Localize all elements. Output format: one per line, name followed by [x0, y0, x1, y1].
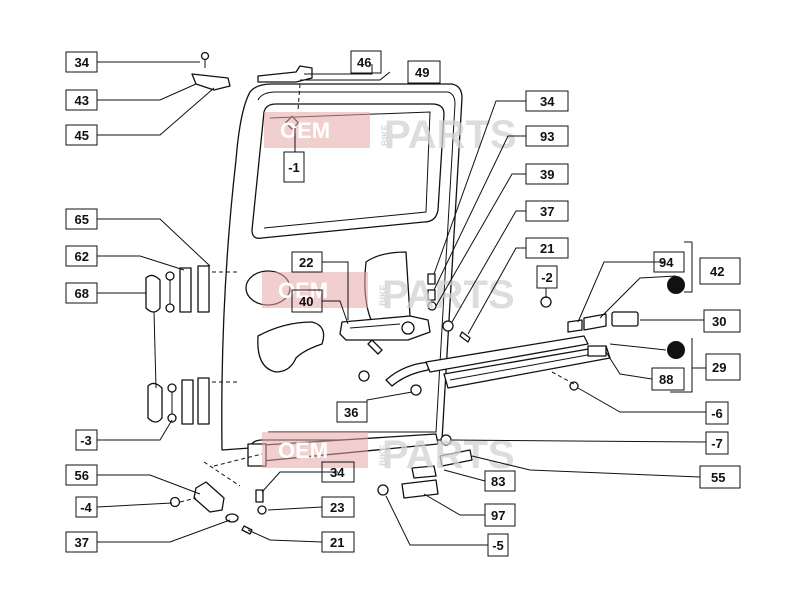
callout-42: 42 [710, 264, 724, 279]
svg-text:PARTS: PARTS [382, 273, 515, 317]
callout-37a: 37 [75, 535, 89, 550]
lock-assembly [339, 273, 471, 396]
callout-39: 39 [540, 167, 554, 182]
callout-minus-1: -1 [288, 160, 300, 175]
callout-40: 40 [299, 294, 313, 309]
callout-49: 49 [415, 65, 429, 80]
callout-94: 94 [659, 255, 674, 270]
callout-34b: 34 [330, 465, 345, 480]
callout-22: 22 [299, 255, 313, 270]
callout-97: 97 [491, 508, 505, 523]
leader-lines [96, 61, 707, 546]
callout-62: 62 [75, 249, 89, 264]
svg-text:OEM: OEM [278, 438, 328, 463]
callout-29: 29 [712, 360, 726, 375]
bottom-right-parts [377, 434, 473, 499]
svg-text:BIKE: BIKE [378, 284, 388, 306]
callout-21b: 21 [540, 241, 554, 256]
callout-minus-3: -3 [80, 433, 92, 448]
black-cap-42 [667, 276, 685, 294]
svg-text:OEM: OEM [280, 118, 330, 143]
callout-88: 88 [659, 372, 673, 387]
callout-21a: 21 [330, 535, 344, 550]
svg-text:PARTS: PARTS [382, 433, 515, 477]
callout-45: 45 [75, 128, 89, 143]
svg-text:BIKE: BIKE [378, 444, 388, 466]
callout-minus-4: -4 [80, 500, 92, 515]
svg-text:PARTS: PARTS [384, 113, 517, 157]
callout-30: 30 [712, 314, 726, 329]
left-hinge-parts [145, 265, 240, 425]
black-cap-29 [667, 341, 685, 359]
callout-55: 55 [711, 470, 725, 485]
callout-37b: 37 [540, 204, 554, 219]
callout-minus-5: -5 [492, 538, 504, 553]
callout-46: 46 [357, 55, 371, 70]
svg-text:BIKE: BIKE [380, 124, 390, 146]
door-panel [203, 83, 463, 487]
callout-minus-7: -7 [711, 436, 723, 451]
callout-minus-2: -2 [541, 270, 553, 285]
callout-93: 93 [540, 129, 554, 144]
callout-34c: 34 [540, 94, 555, 109]
callout-43: 43 [75, 93, 89, 108]
callout-23: 23 [330, 500, 344, 515]
callout-34a: 34 [75, 55, 90, 70]
callout-68: 68 [75, 286, 89, 301]
watermark-top: OEM BIKE PARTS [264, 112, 517, 157]
watermark-bottom: OEM BIKE PARTS [262, 432, 515, 477]
callout-36: 36 [344, 405, 358, 420]
callout-83: 83 [491, 474, 505, 489]
callout-56: 56 [75, 468, 89, 483]
callout-labels: 34 43 45 46 49 -1 65 62 68 -3 56 -4 37 2… [65, 50, 741, 557]
callout-65: 65 [75, 212, 89, 227]
callout-minus-6: -6 [711, 406, 723, 421]
lower-hinge-parts [169, 481, 267, 535]
